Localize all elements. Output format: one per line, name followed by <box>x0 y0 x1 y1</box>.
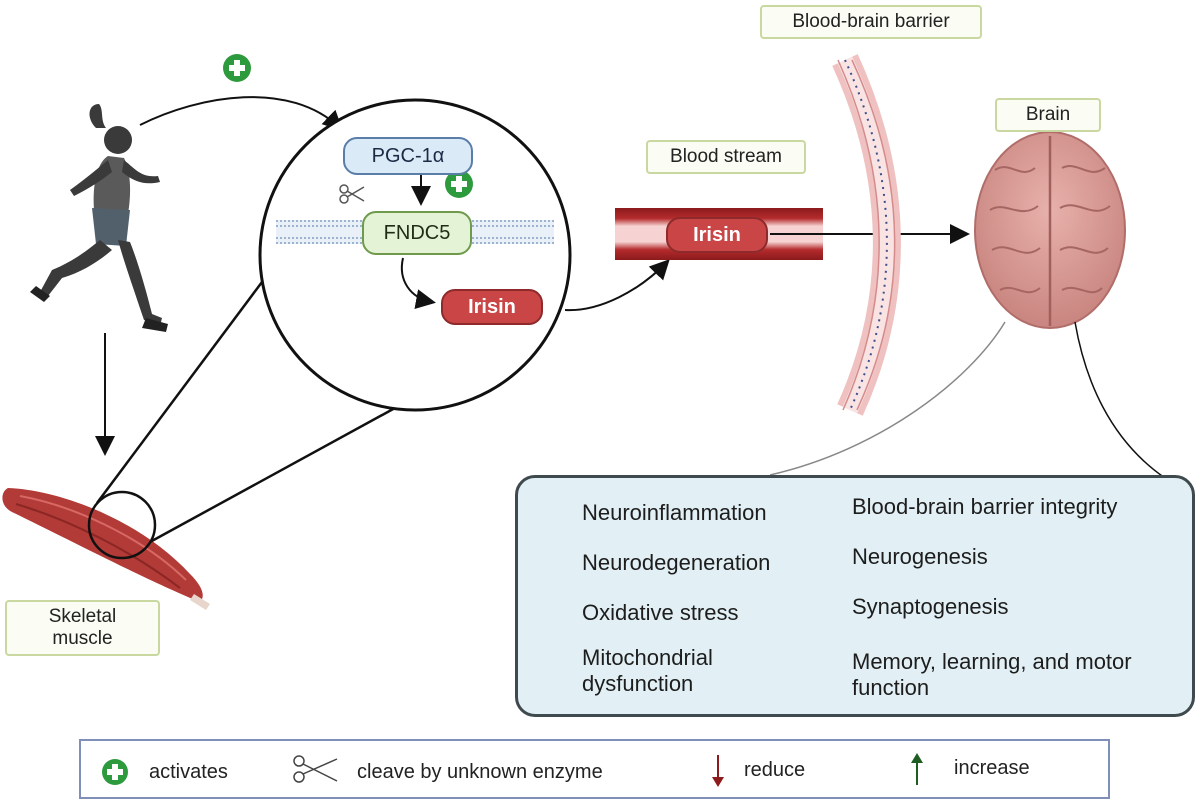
reduce-arrow-icon <box>712 755 724 787</box>
muscle-cell-circle <box>258 98 572 412</box>
fndc5-pill: FNDC5 <box>362 211 472 255</box>
effect-reduce-item: Neurodegeneration <box>582 550 771 575</box>
blood-stream-label: Blood stream <box>646 140 806 174</box>
muscle-illustration <box>2 488 210 610</box>
runner-to-cell-arrow <box>139 96 343 131</box>
effect-reduce-item: Oxidative stress <box>582 600 739 625</box>
legend-reduce-label: reduce <box>744 759 806 781</box>
pgc-1alpha-pill: PGC-1α <box>343 137 473 175</box>
effect-increase-item: Memory, learning, and motor function <box>852 649 1132 701</box>
irisin-pill-muscle: Irisin <box>441 289 543 325</box>
muscle-zoom-circle <box>87 490 157 560</box>
blood-brain-barrier-label: Blood-brain barrier <box>760 5 982 39</box>
effect-reduce-item: Mitochondrial dysfunction <box>582 645 713 697</box>
zoom-line-bottom <box>149 406 396 544</box>
brain-label: Brain <box>995 98 1101 132</box>
effect-increase-item: Synaptogenesis <box>852 594 1009 619</box>
activate-plus-icon <box>223 54 251 82</box>
fndc-to-irisin-arrow <box>400 257 436 309</box>
scissors-icon <box>339 184 365 204</box>
brain-illustration <box>974 131 1126 329</box>
brain-connector-right <box>1074 321 1166 479</box>
legend-increase-label: increase <box>954 757 1030 779</box>
irisin-pill-blood: Irisin <box>666 217 768 253</box>
activate-plus-icon <box>102 759 128 785</box>
scissors-icon <box>293 755 338 783</box>
cell-to-blood-arrow <box>564 259 670 312</box>
activate-plus-icon <box>445 170 473 198</box>
effect-increase-item: Neurogenesis <box>852 544 988 569</box>
legend-activates-label: activates <box>149 761 228 783</box>
legend: activates cleave by unknown enzyme reduc… <box>79 739 1110 799</box>
brain-connector-left <box>769 321 1006 476</box>
zoom-line-top <box>95 281 264 504</box>
blood-brain-barrier-wall <box>832 54 901 416</box>
effect-increase-item: Blood-brain barrier integrity <box>852 494 1118 519</box>
runner-illustration <box>30 104 168 332</box>
skeletal-muscle-label: Skeletal muscle <box>5 600 160 656</box>
effect-reduce-item: Neuroinflammation <box>582 500 767 525</box>
brain-effects-panel <box>515 475 1195 717</box>
legend-cleave-label: cleave by unknown enzyme <box>357 761 603 783</box>
increase-arrow-icon <box>911 753 923 785</box>
